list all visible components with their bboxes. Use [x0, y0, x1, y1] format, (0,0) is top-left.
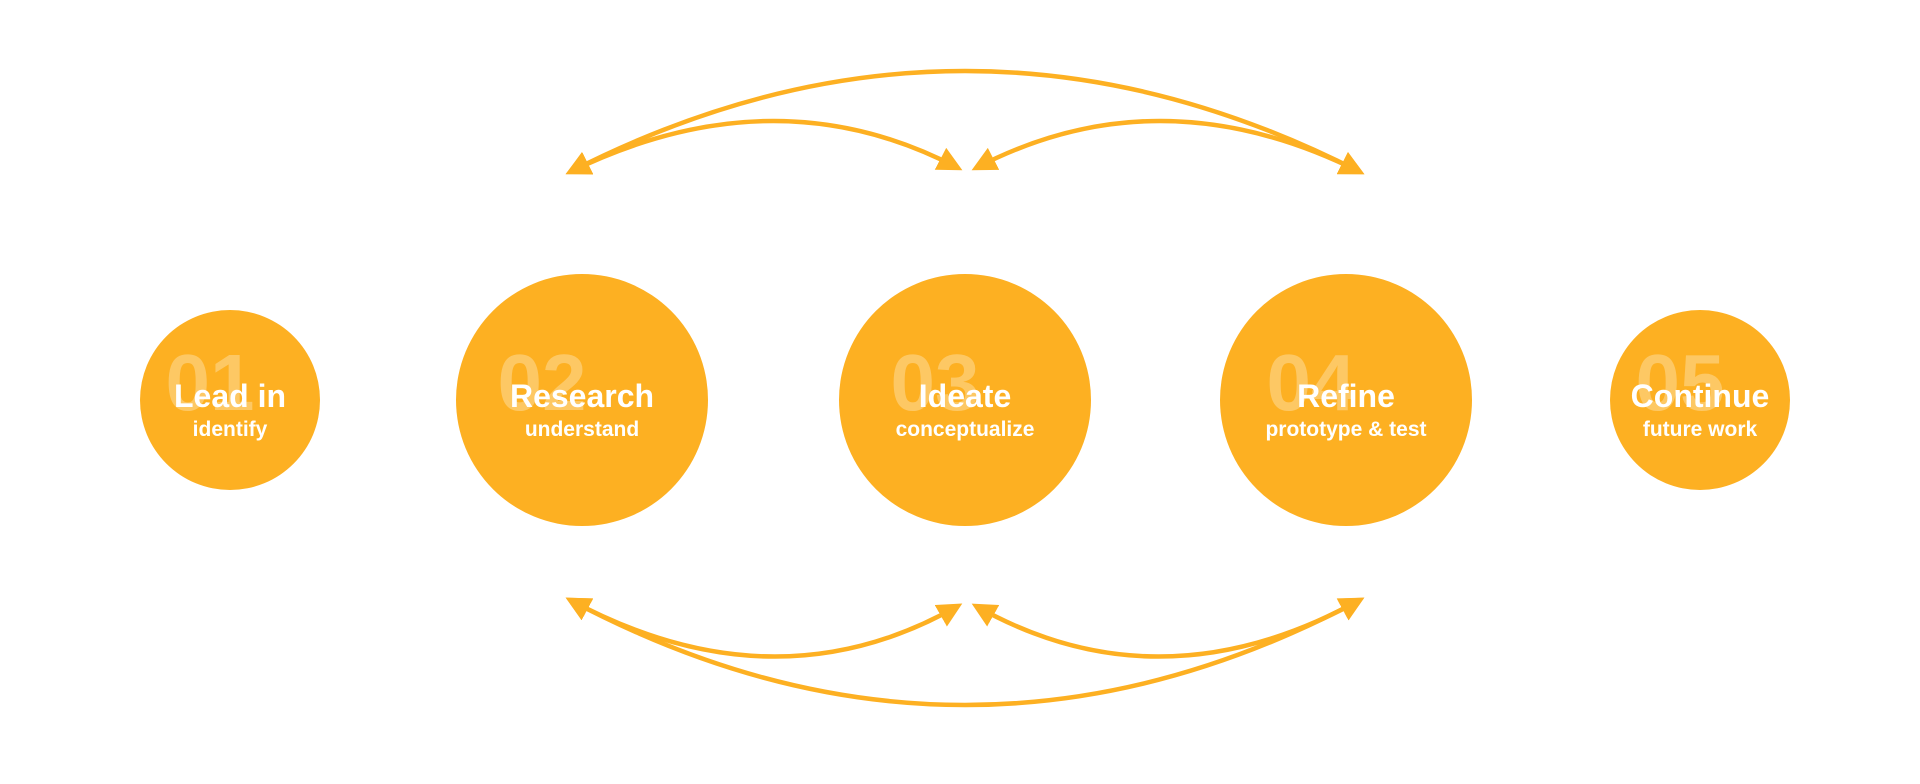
stage-circle	[1610, 310, 1790, 490]
stage-circle	[1220, 274, 1472, 526]
stage-subtitle: future work	[1643, 418, 1758, 441]
stage-circle	[140, 310, 320, 490]
stage-circle	[456, 274, 708, 526]
stage-refine: 04 Refine prototype & test	[1220, 274, 1472, 526]
stage-research: 02 Research understand	[456, 274, 708, 526]
arrow-research-ideate-top	[565, 118, 963, 175]
stage-number: 01	[166, 338, 255, 427]
stage-title: Lead in	[174, 378, 286, 414]
stage-title: Refine	[1297, 378, 1395, 414]
stage-subtitle: conceptualize	[896, 418, 1035, 441]
stage-ideate: 03 Ideate conceptualize	[839, 274, 1091, 526]
arrow-research-refine-top	[565, 68, 1365, 175]
arrow-research-refine-bottom	[565, 597, 1365, 708]
stage-circle	[839, 274, 1091, 526]
stage-lead-in: 01 Lead in identify	[140, 310, 320, 490]
stage-number: 05	[1636, 338, 1725, 427]
stage-subtitle: understand	[525, 418, 639, 441]
stage-subtitle: identify	[193, 418, 268, 441]
stage-subtitle: prototype & test	[1265, 418, 1426, 441]
stage-title: Research	[510, 378, 654, 414]
stage-number: 04	[1267, 338, 1356, 427]
stage-title: Continue	[1631, 378, 1770, 414]
top-arrows	[565, 68, 1365, 175]
stage-title: Ideate	[919, 378, 1011, 414]
stage-continue: 05 Continue future work	[1610, 310, 1790, 490]
stage-number: 02	[498, 338, 587, 427]
stage-number: 03	[891, 338, 980, 427]
bottom-arrows	[565, 597, 1365, 708]
